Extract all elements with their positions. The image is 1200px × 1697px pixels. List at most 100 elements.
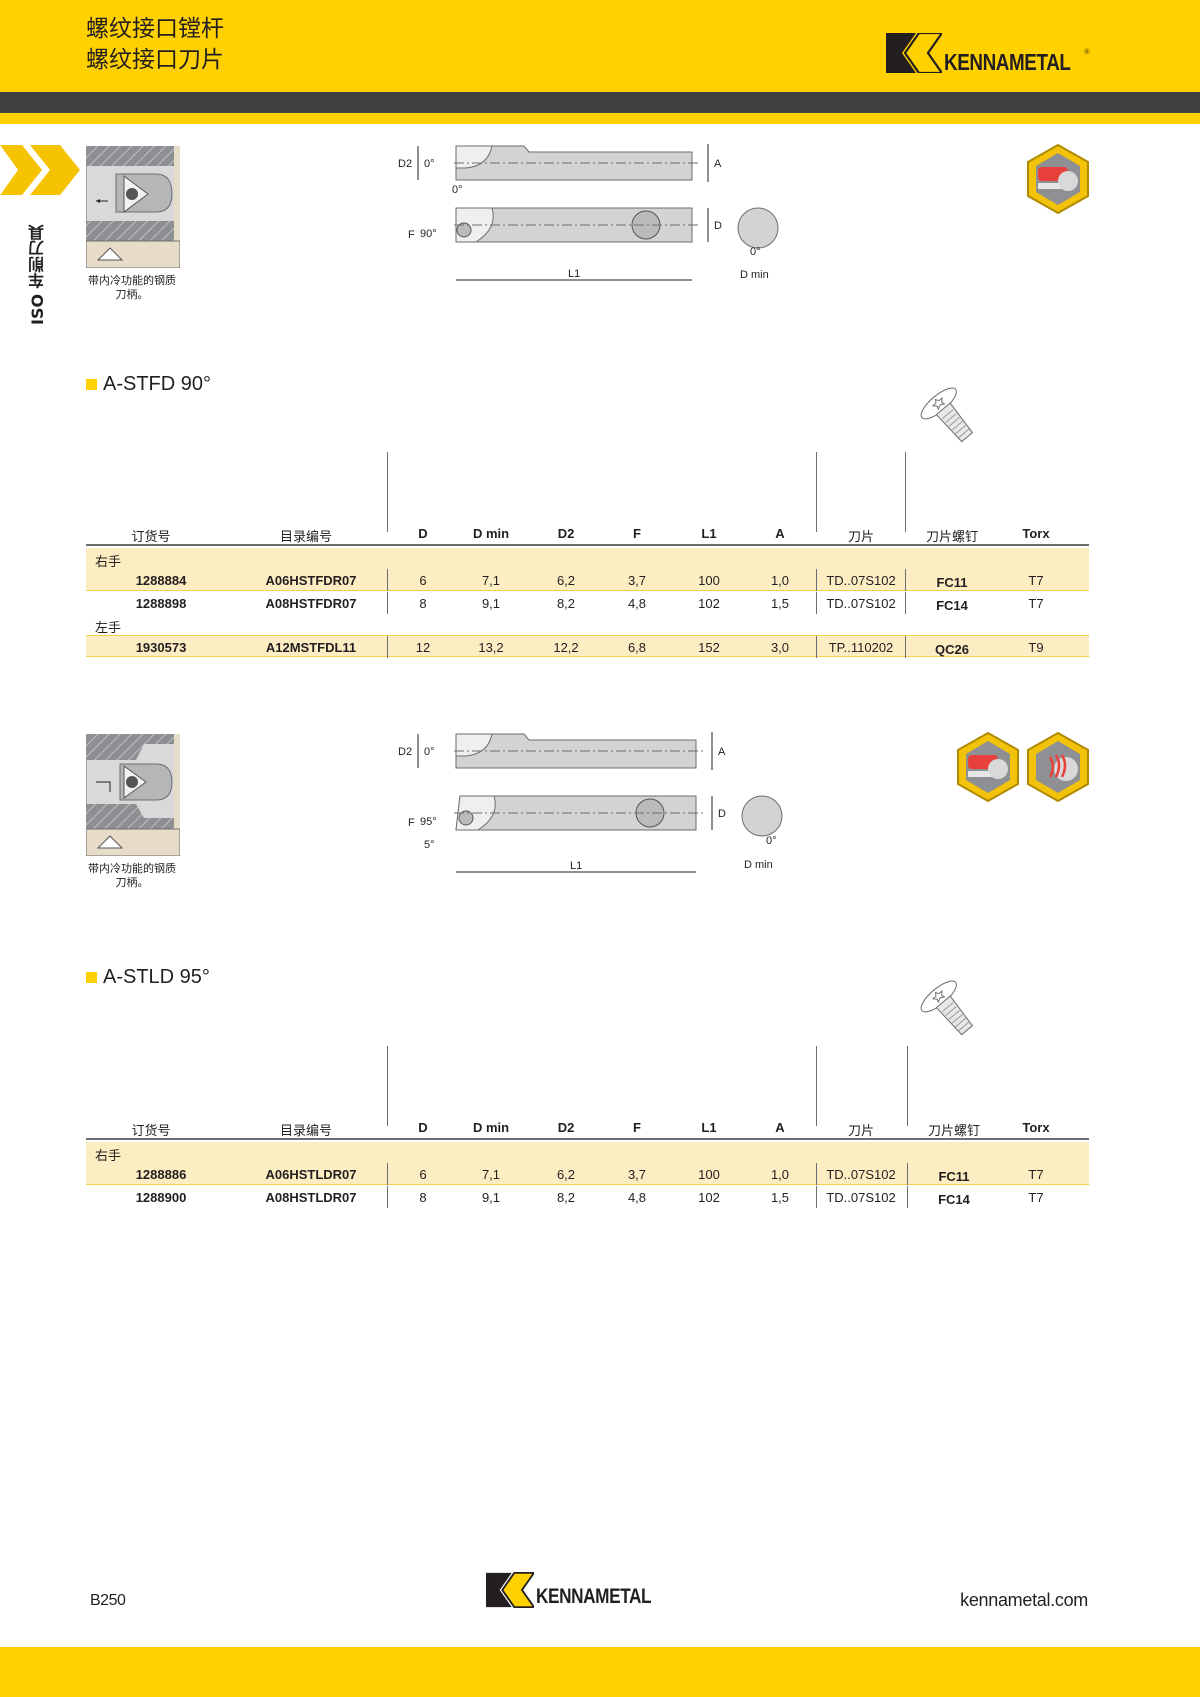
column-divider	[816, 592, 817, 614]
kennametal-logo[interactable]: KENNAMETAL ®	[886, 31, 1089, 75]
col-insert: 刀片	[847, 530, 874, 545]
col-F: F	[633, 526, 641, 541]
table-row[interactable]: 1288898 A08HSTFDR07 8 9,1 8,2 4,8 102 1,…	[86, 592, 1089, 614]
col-A: A	[775, 526, 785, 541]
svg-text:D min: D min	[740, 269, 769, 281]
technical-drawing: D2 0° A D F 95° 5° L1 0° D min	[394, 728, 794, 885]
kennametal-k-icon	[886, 31, 945, 75]
svg-text:0°: 0°	[424, 746, 435, 758]
table-row[interactable]: 1288884 A06HSTFDR07 6 7,1 6,2 3,7 100 1,…	[86, 569, 1089, 591]
technical-drawing: D2 0° A 0° D F 90° L1 0° D min	[394, 140, 794, 293]
svg-text:F: F	[408, 229, 415, 241]
svg-text:L1: L1	[570, 860, 582, 872]
column-divider	[907, 1046, 908, 1126]
table-header: 订货号 目录编号 D D min D2 F L1 A 刀片 刀片螺钉 Torx	[86, 524, 1089, 546]
website-link[interactable]: kennametal.com	[960, 1590, 1088, 1610]
group-label-right-hand: 右手	[86, 1142, 1089, 1164]
column-divider	[905, 592, 906, 614]
yellow-bullet-icon	[86, 379, 97, 390]
col-D2: D2	[557, 526, 575, 541]
column-divider	[905, 452, 906, 532]
page-header: 螺纹接口镗杆 螺纹接口刀片 KENNAMETAL ®	[0, 0, 1200, 92]
col-insert-screw: 刀片螺钉	[927, 1124, 980, 1139]
svg-text:D: D	[714, 220, 722, 232]
holder-caption: 带内冷功能的钢质 刀柄。	[88, 862, 176, 889]
svg-text:D: D	[718, 808, 726, 820]
col-D: D	[418, 526, 428, 541]
col-catalog-no: 目录编号	[279, 530, 332, 545]
footer-kennametal-logo[interactable]: KENNAMETAL	[486, 1571, 676, 1609]
col-order-no: 订货号	[131, 530, 171, 545]
col-insert: 刀片	[847, 1124, 874, 1139]
svg-text:F: F	[408, 817, 415, 829]
header-yellow-strip	[0, 113, 1200, 124]
col-D-min: D min	[472, 526, 510, 541]
svg-text:0°: 0°	[424, 158, 435, 170]
svg-text:L1: L1	[568, 268, 580, 280]
brand-name: KENNAMETAL	[944, 49, 1071, 75]
column-divider	[905, 569, 906, 591]
application-icons	[956, 731, 1090, 803]
col-D2: D2	[557, 1120, 575, 1135]
section-side-label: ISO 车削刀具	[28, 224, 47, 325]
column-divider	[387, 592, 388, 614]
torx-screw-icon	[918, 385, 984, 456]
table-row[interactable]: 1288900 A08HSTLDR07 8 9,1 8,2 4,8 102 1,…	[86, 1186, 1089, 1208]
boring-bar-in-stepped-bore-icon	[86, 734, 180, 856]
svg-text:90°: 90°	[420, 228, 437, 240]
col-L1: L1	[701, 526, 717, 541]
table-header: 订货号 目录编号 D D min D2 F L1 A 刀片 刀片螺钉 Torx	[86, 1118, 1089, 1140]
column-divider	[816, 1186, 817, 1208]
footer-yellow-bar	[0, 1647, 1200, 1697]
svg-text:95°: 95°	[420, 816, 437, 828]
chevron-right-icon	[0, 145, 80, 195]
column-divider	[816, 1163, 817, 1185]
section-title-stld: A-STLD 95°	[86, 966, 210, 989]
column-divider	[387, 1046, 388, 1126]
col-insert-screw: 刀片螺钉	[925, 530, 978, 545]
column-divider	[816, 452, 817, 532]
col-order-no: 订货号	[131, 1124, 171, 1139]
yellow-bullet-icon	[86, 972, 97, 983]
title-line-1: 螺纹接口镗杆	[86, 16, 224, 42]
column-divider	[387, 1186, 388, 1208]
group-label-left-hand: 左手	[95, 621, 122, 636]
svg-text:D2: D2	[398, 746, 412, 758]
holder-thumbnail: 带内冷功能的钢质 刀柄。	[86, 734, 180, 890]
page-title: 螺纹接口镗杆 螺纹接口刀片	[86, 14, 224, 76]
column-divider	[816, 1046, 817, 1126]
torx-screw-icon	[918, 978, 984, 1049]
page-number: B250	[90, 1592, 126, 1609]
holder-caption: 带内冷功能的钢质 刀柄。	[88, 274, 176, 301]
threading-application-icon	[1027, 731, 1089, 803]
kennametal-k-icon	[486, 1571, 536, 1609]
svg-text:D min: D min	[744, 859, 773, 871]
svg-text:5°: 5°	[424, 839, 435, 851]
svg-text:0°: 0°	[750, 246, 761, 258]
column-divider	[387, 636, 388, 658]
column-divider	[387, 569, 388, 591]
title-line-2: 螺纹接口刀片	[86, 47, 224, 73]
svg-text:0°: 0°	[766, 835, 777, 847]
header-dark-bar	[0, 92, 1200, 113]
table-row[interactable]: 1930573 A12MSTFDL11 12 13,2 12,2 6,8 152…	[86, 635, 1089, 658]
col-torx: Torx	[1022, 1120, 1050, 1135]
col-D-min: D min	[472, 1120, 510, 1135]
svg-text:A: A	[718, 746, 726, 758]
column-divider	[387, 1163, 388, 1185]
column-divider	[387, 452, 388, 532]
group-label-right-hand: 右手	[86, 548, 1089, 570]
brand-name: KENNAMETAL	[536, 1585, 652, 1608]
boring-bar-in-bore-icon	[86, 146, 180, 268]
table-row[interactable]: 1288886 A06HSTLDR07 6 7,1 6,2 3,7 100 1,…	[86, 1163, 1089, 1185]
boring-application-icon	[957, 731, 1019, 803]
dim-D2-label: D2	[398, 158, 412, 170]
section-title-stfd: A-STFD 90°	[86, 373, 211, 396]
column-divider	[816, 636, 817, 658]
col-torx: Torx	[1022, 526, 1050, 541]
column-divider	[905, 636, 906, 658]
holder-thumbnail: 带内冷功能的钢质 刀柄。	[86, 146, 180, 302]
application-icons	[1026, 143, 1090, 215]
column-divider	[907, 1163, 908, 1185]
svg-text:A: A	[714, 158, 722, 170]
